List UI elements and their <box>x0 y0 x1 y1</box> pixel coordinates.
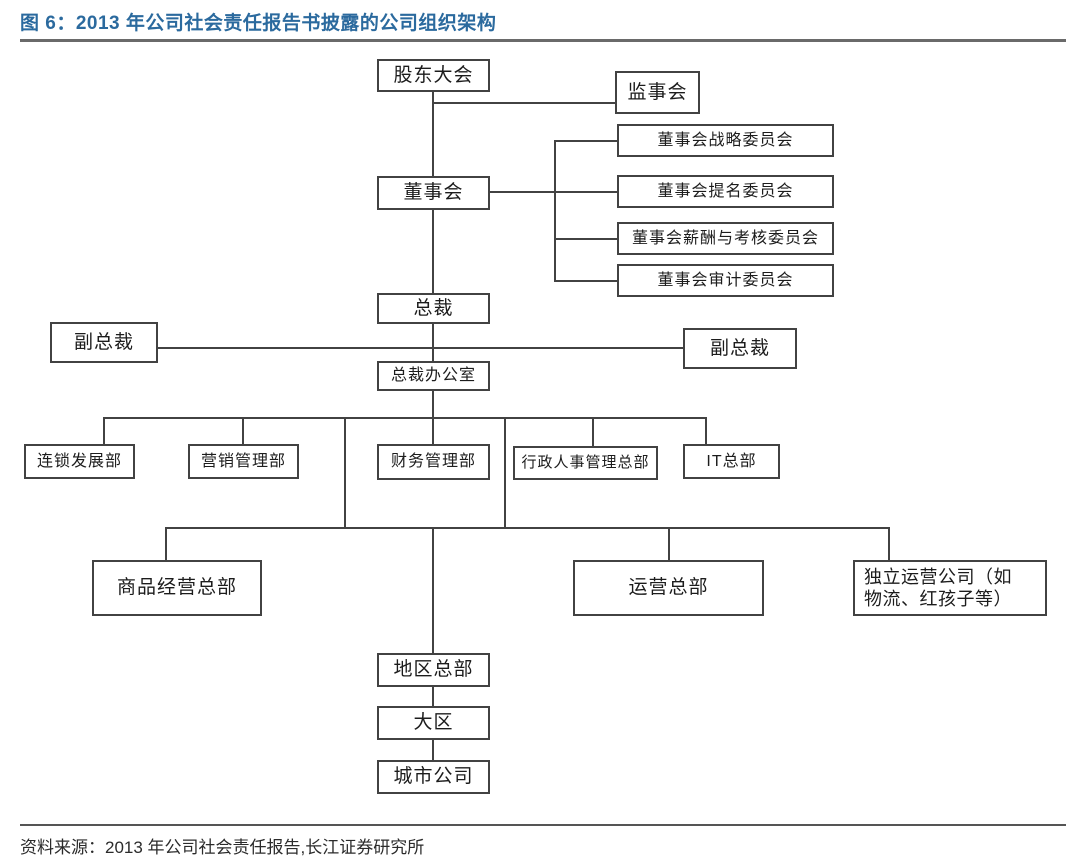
edge-regional-district <box>432 687 434 706</box>
edge-office-bus1 <box>432 391 434 418</box>
node-merchandise-hq: 商品经营总部 <box>92 560 262 616</box>
edge-bus2-regional <box>432 527 434 653</box>
node-district: 大区 <box>377 706 490 740</box>
edge-stub-compensation <box>556 238 617 240</box>
node-independent-companies: 独立运营公司（如 物流、红孩子等） <box>853 560 1047 616</box>
edge-president-office <box>432 323 434 361</box>
node-finance-dept: 财务管理部 <box>377 444 490 480</box>
edge-committee-spine <box>554 140 556 282</box>
edge-bus1-bus2-right <box>504 417 506 527</box>
edge-shareholders-board <box>432 91 434 176</box>
node-audit-committee: 董事会审计委员会 <box>617 264 834 297</box>
edge-drop-finance <box>432 417 434 444</box>
title-divider <box>20 39 1066 42</box>
edge-drop-chain-development <box>103 417 105 444</box>
node-admin-hr-hq: 行政人事管理总部 <box>513 446 658 480</box>
edge-stub-nomination <box>556 191 617 193</box>
node-it-hq: IT总部 <box>683 444 780 479</box>
edge-district-city <box>432 740 434 760</box>
edge-board-president <box>432 210 434 293</box>
footer-divider <box>20 824 1066 826</box>
edge-board-spine <box>490 191 555 193</box>
edge-bus1 <box>103 417 707 419</box>
node-compensation-committee: 董事会薪酬与考核委员会 <box>617 222 834 255</box>
node-vice-president-right: 副总裁 <box>683 328 797 369</box>
node-operations-hq: 运营总部 <box>573 560 764 616</box>
node-nomination-committee: 董事会提名委员会 <box>617 175 834 208</box>
edge-drop-operations <box>668 527 670 560</box>
node-regional-hq: 地区总部 <box>377 653 490 687</box>
edge-bus2 <box>165 527 890 529</box>
node-president-office: 总裁办公室 <box>377 361 490 391</box>
figure-title: 图 6：2013 年公司社会责任报告书披露的公司组织架构 <box>20 13 497 34</box>
edge-drop-admin-hr <box>592 417 594 446</box>
node-strategy-committee: 董事会战略委员会 <box>617 124 834 157</box>
edge-drop-merchandise <box>165 527 167 560</box>
edge-drop-it <box>705 417 707 444</box>
edge-bus1-bus2-left <box>344 417 346 527</box>
edge-stub-audit <box>556 280 617 282</box>
source-note: 资料来源：2013 年公司社会责任报告,长江证券研究所 <box>20 838 425 857</box>
node-board-of-directors: 董事会 <box>377 176 490 210</box>
node-marketing-dept: 营销管理部 <box>188 444 299 479</box>
node-city-company: 城市公司 <box>377 760 490 794</box>
node-vice-president-left: 副总裁 <box>50 322 158 363</box>
node-supervisory-board: 监事会 <box>615 71 700 114</box>
node-president: 总裁 <box>377 293 490 324</box>
edge-drop-independent <box>888 527 890 560</box>
edge-stub-strategy <box>556 140 617 142</box>
edge-drop-marketing <box>242 417 244 444</box>
node-shareholders-meeting: 股东大会 <box>377 59 490 92</box>
edge-shareholders-supervisory <box>432 102 615 104</box>
node-chain-development-dept: 连锁发展部 <box>24 444 135 479</box>
edge-vp-line <box>158 347 683 349</box>
